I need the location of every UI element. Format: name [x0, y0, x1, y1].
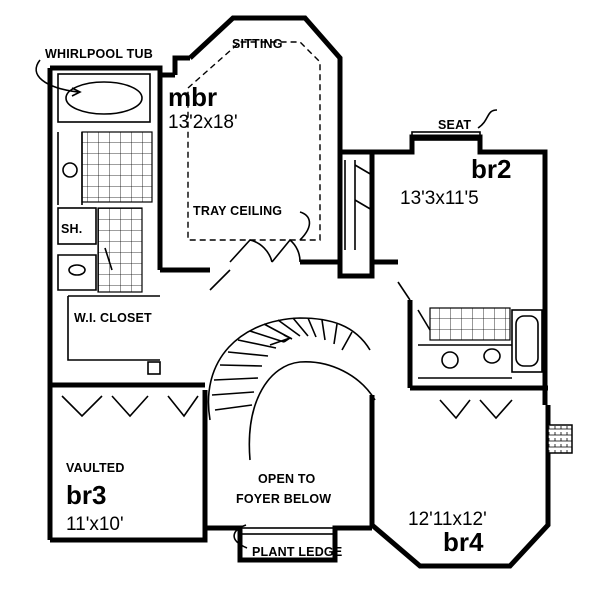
doors — [61, 160, 513, 420]
mbr-name: mbr — [168, 82, 217, 112]
plant-ledge-label: PLANT LEDGE — [252, 545, 342, 559]
tray-ceiling-label: TRAY CEILING — [193, 204, 282, 218]
br3-dims: 11'x10' — [66, 514, 124, 535]
vaulted-label: VAULTED — [66, 461, 125, 475]
walk-in-closet — [67, 295, 161, 375]
master-bath-tile — [57, 131, 153, 293]
wi-closet-label: W.I. CLOSET — [74, 311, 152, 325]
br3-name: br3 — [66, 480, 106, 510]
whirlpool-tub-label: WHIRLPOOL TUB — [45, 47, 153, 61]
shower-label: SH. — [61, 222, 82, 236]
leader-arrows — [35, 59, 498, 549]
seat-label: SEAT — [438, 118, 471, 132]
plant-ledge-fixture — [239, 527, 336, 535]
open-to-label: OPEN TO — [258, 472, 316, 486]
br2-name: br2 — [471, 154, 511, 184]
sitting-label: SITTING — [232, 37, 283, 51]
whirlpool-tub-fixture — [57, 73, 151, 123]
br2-bath-tile — [418, 307, 543, 379]
br2-dims: 13'3x11'5 — [400, 188, 479, 209]
br4-dims: 12'11x12' — [408, 509, 487, 530]
spiral-staircase — [207, 317, 376, 461]
chimney — [547, 424, 573, 454]
mbr-dims: 13'2x18' — [168, 112, 238, 133]
foyer-below-label: FOYER BELOW — [236, 492, 331, 506]
window-seat — [411, 131, 481, 141]
br4-name: br4 — [443, 527, 484, 557]
